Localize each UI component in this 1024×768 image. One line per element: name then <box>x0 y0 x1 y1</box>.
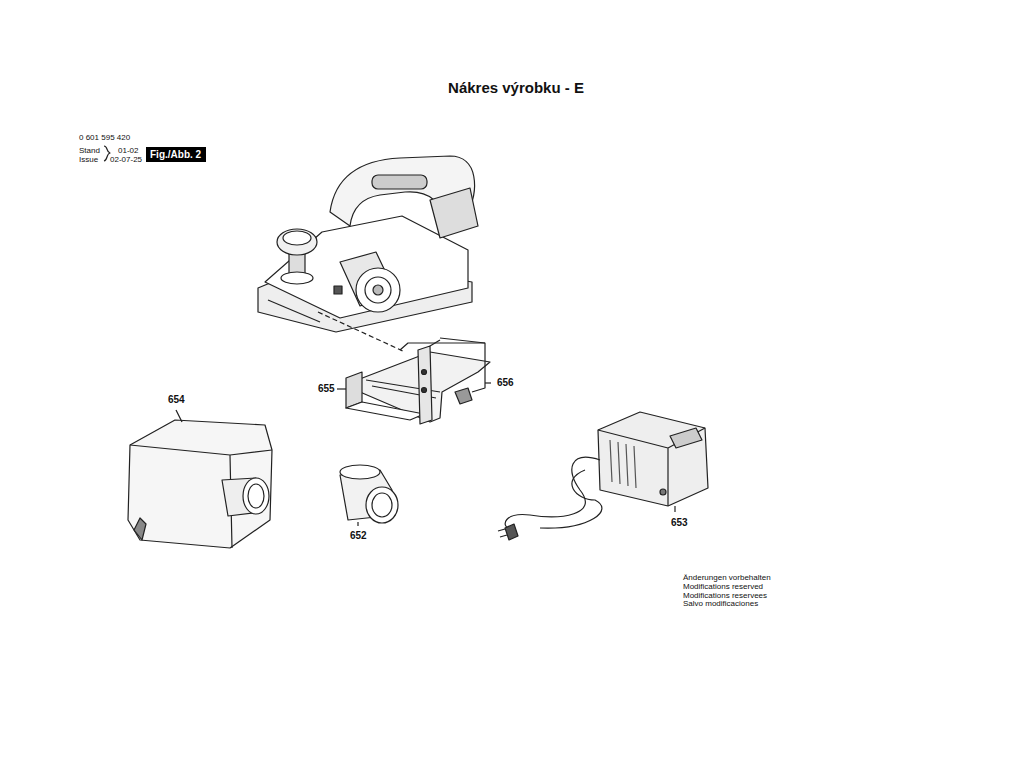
figure-label: Fig./Abb. 2 <box>150 149 202 160</box>
issue-label: Issue <box>79 156 98 165</box>
page-title: Nákres výrobku - E <box>448 80 584 97</box>
stand-label: Stand <box>79 147 100 156</box>
adapter <box>340 465 398 523</box>
callout-number: 655 <box>318 383 335 394</box>
note: Salvo modificaciones <box>683 600 758 609</box>
callout-number: 652 <box>350 530 367 541</box>
charger <box>498 412 708 540</box>
part-number: 0 601 595 420 <box>79 134 130 143</box>
figure-tag: Fig./Abb. 2 <box>146 147 206 162</box>
stand-value: 01-02 <box>118 147 138 156</box>
dust-bag <box>128 420 272 548</box>
note: Änderungen vorbehalten <box>683 574 771 583</box>
callout-number: 653 <box>671 517 688 528</box>
guide-fence <box>346 340 490 424</box>
brace <box>104 146 110 161</box>
callout-number: 656 <box>497 377 514 388</box>
note: Modifications reserved <box>683 583 763 592</box>
callout-number: 654 <box>168 394 185 405</box>
issue-date: 02-07-25 <box>110 156 142 165</box>
planer-drawing <box>258 156 478 332</box>
